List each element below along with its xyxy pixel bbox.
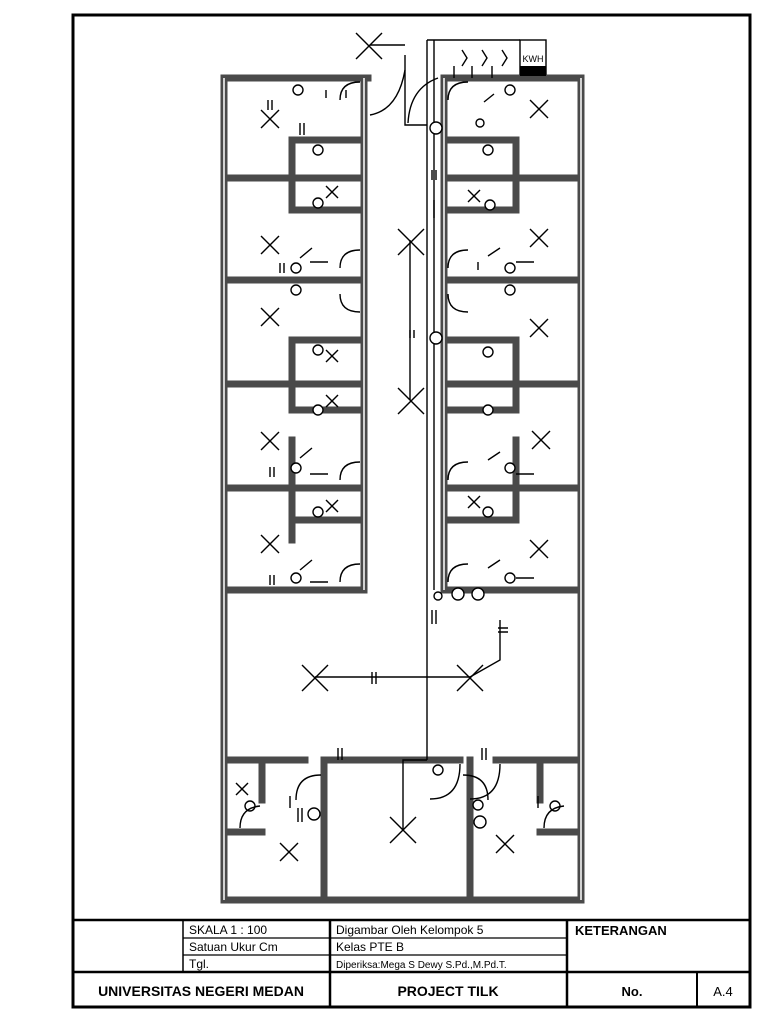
lamp-icon [397, 387, 425, 415]
title-block [73, 918, 750, 1007]
lamp-icon [235, 782, 249, 796]
lamp-icon [467, 189, 481, 203]
entrance-light-wire [404, 55, 427, 126]
number-label: No. [622, 984, 643, 999]
hall-wire-right [469, 620, 501, 678]
lamp-icon [467, 495, 481, 509]
drawn-by-text: Digambar Oleh Kelompok 5 [336, 923, 484, 937]
kwh-label: KWH [523, 54, 544, 64]
sheet-number: A.4 [713, 984, 733, 999]
kwh-meter: KWH [519, 39, 547, 76]
lamp-icon [529, 228, 549, 248]
scale-text: SKALA 1 : 100 [189, 923, 267, 937]
class-text: Kelas PTE B [336, 940, 404, 954]
lamp-icon [531, 430, 551, 450]
lamp-icon [260, 534, 280, 554]
lamp-icon [529, 318, 549, 338]
lamp-icon [260, 307, 280, 327]
date-label: Tgl. [189, 957, 209, 971]
door-arcs [239, 69, 565, 829]
switch-marks [267, 90, 539, 822]
lamp-icon [325, 394, 339, 408]
sheet-border [71, 13, 752, 1009]
notes-heading: KETERANGAN [575, 923, 667, 938]
project-title: PROJECT TILK [397, 983, 498, 999]
lamp-icon [495, 834, 515, 854]
lamp-icon [325, 185, 339, 199]
wall-hairlines [223, 78, 582, 900]
university-name: UNIVERSITAS NEGERI MEDAN [98, 983, 304, 999]
lamp-icon [397, 228, 425, 256]
lamp-icon [260, 235, 280, 255]
checked-by-text: Diperiksa:Mega S Dewy S.Pd.,M.Pd.T. [336, 960, 507, 971]
lamp-icon [301, 664, 329, 692]
lamp-icon [279, 842, 299, 862]
outlet-symbols [244, 84, 561, 829]
lamp-icon [325, 349, 339, 363]
kwh-wiring [427, 39, 520, 78]
lamp-icon [260, 431, 280, 451]
units-text: Satuan Ukur Cm [189, 940, 278, 954]
bathrooms-left [288, 136, 364, 544]
lamp-icon [529, 539, 549, 559]
lamp-icon [389, 816, 417, 844]
lamp-icon [260, 109, 280, 129]
lamp-icon [325, 499, 339, 513]
lamp-icon [355, 32, 383, 60]
electrical-layer [235, 32, 565, 862]
lamp-icon [456, 664, 484, 692]
bathrooms-right [444, 136, 520, 524]
lamp-icon [529, 99, 549, 119]
floor-plan [220, 74, 585, 904]
mid-room-wire [402, 759, 427, 830]
